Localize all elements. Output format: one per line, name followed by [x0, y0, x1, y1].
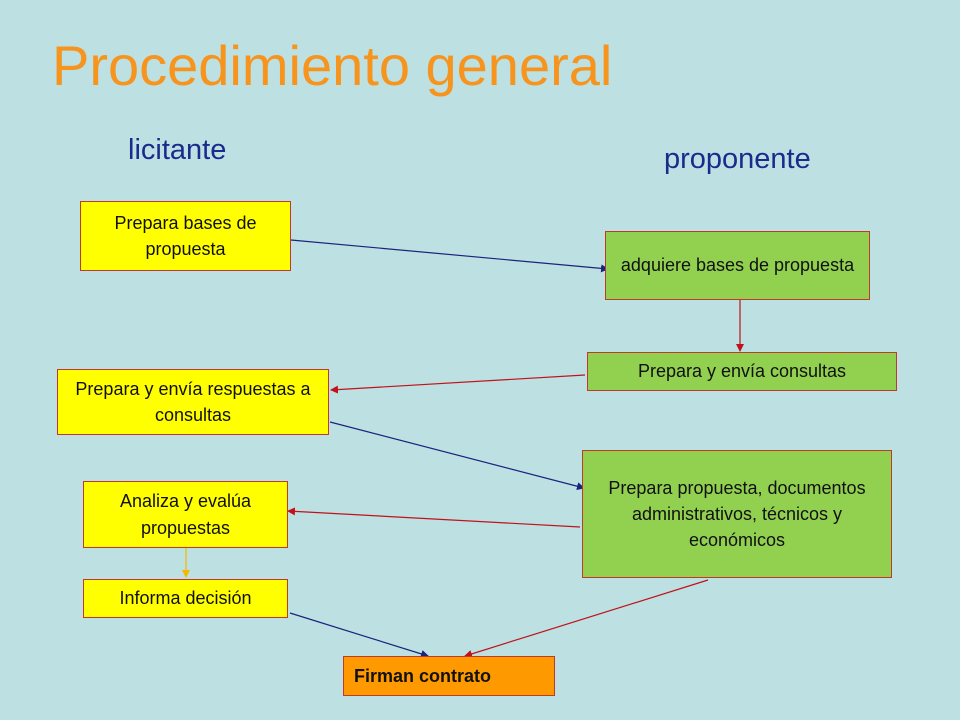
arrow-informa-to-firman [289, 612, 429, 658]
box-informa-decision: Informa decisión [83, 579, 288, 618]
box-prepara-propuesta: Prepara propuesta, documentos administra… [582, 450, 892, 578]
arrow-propuesta-to-analiza [287, 507, 581, 528]
box-prepara-bases: Prepara bases de propuesta [80, 201, 291, 271]
arrow-respuestas-to-propuesta [329, 421, 585, 491]
proponente-heading: proponente [664, 143, 811, 175]
page-title: Procedimiento general [52, 34, 613, 97]
arrow-bases-to-adquiere [290, 239, 609, 273]
box-prepara-consultas: Prepara y envía consultas [587, 352, 897, 391]
box-prepara-respuestas: Prepara y envía respuestas a consultas [57, 369, 329, 435]
arrow-propuesta-to-firman [464, 579, 709, 658]
box-firman-contrato: Firman contrato [343, 656, 555, 696]
licitante-heading: licitante [128, 134, 227, 166]
box-adquiere-bases: adquiere bases de propuesta [605, 231, 870, 300]
arrow-consultas-to-respuestas [330, 374, 586, 394]
box-analiza-evalua: Analiza y evalúa propuestas [83, 481, 288, 548]
